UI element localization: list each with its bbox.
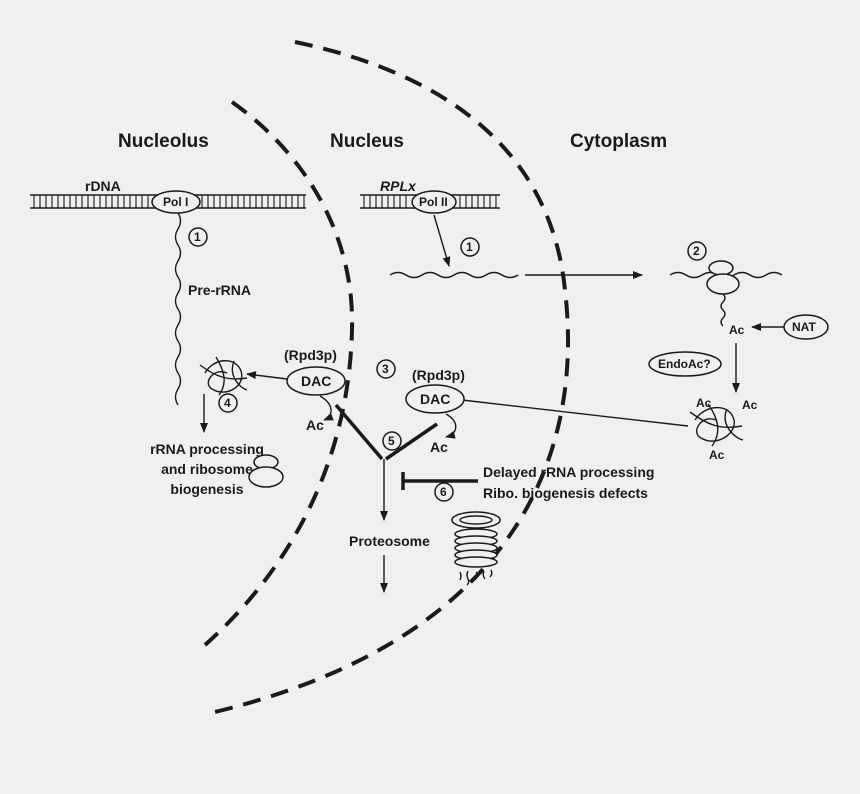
nucleus-title: Nucleus	[330, 131, 404, 152]
ac-label-nascent: Ac	[729, 323, 745, 337]
nucleolus-title: Nucleolus	[118, 131, 209, 152]
pre-rrna-strand	[174, 212, 182, 406]
step-1-marker-nucleolus	[188, 227, 208, 247]
step-6-marker	[434, 482, 454, 502]
rrna-processing-line-2: and ribosome	[161, 461, 253, 477]
deacetylation-arrow-right	[445, 413, 457, 439]
endoac-label: EndoAc?	[658, 357, 711, 371]
dac-label-right: DAC	[420, 391, 450, 407]
nat-label: NAT	[792, 320, 816, 334]
dac-complex-right	[405, 384, 465, 414]
ac-label-released-right: Ac	[430, 439, 448, 455]
rplx-label: RPLx	[380, 178, 417, 194]
pre-rrna-label: Pre-rRNA	[188, 282, 251, 298]
rrna-processing-line-3: biogenesis	[170, 481, 243, 497]
step-3-number: 3	[382, 362, 389, 376]
cytoplasm-title: Cytoplasm	[570, 131, 667, 152]
nucleolus-boundary	[203, 100, 355, 647]
step-1-marker-nucleus	[460, 237, 480, 257]
rrna-processing-line-1: rRNA processing	[150, 441, 264, 457]
step-4-number: 4	[224, 396, 231, 410]
rpd3p-label-left: (Rpd3p)	[284, 347, 337, 363]
proteosome-label: Proteosome	[349, 533, 430, 549]
dac-label-left: DAC	[301, 373, 331, 389]
step-5-marker	[382, 431, 402, 451]
step-2-marker	[687, 241, 707, 261]
pol-i-label: Pol I	[163, 195, 188, 209]
deacetylation-arrow-left	[319, 395, 334, 421]
mrna-nucleus	[389, 271, 519, 279]
import-line	[461, 399, 689, 427]
proteasome-icon	[451, 511, 501, 586]
ribosomal-protein-nucleolus	[199, 356, 248, 396]
ribosome-large-subunit	[706, 273, 740, 295]
nascent-peptide	[720, 293, 726, 327]
step-1-number-nucleolus: 1	[194, 230, 201, 244]
degradation-path-left	[334, 403, 384, 461]
dac-complex-left	[286, 366, 346, 396]
rdna-label: rDNA	[85, 178, 121, 194]
delayed-processing-line-1: Delayed rRNA processing	[483, 464, 654, 480]
rpd3p-label-right: (Rpd3p)	[412, 367, 465, 383]
mature-ribosome-large	[248, 466, 284, 488]
pol-i-enzyme	[151, 190, 201, 214]
delayed-processing-line-2: Ribo. biogenesis defects	[483, 485, 648, 501]
endoac-enzyme	[648, 351, 722, 377]
ac-label-protein-1: Ac	[696, 396, 712, 410]
step-6-number: 6	[440, 485, 447, 499]
transcription-arrow	[433, 214, 451, 267]
step-4-marker	[218, 393, 238, 413]
pol-ii-label: Pol II	[419, 195, 448, 209]
step-1-number-nucleus: 1	[466, 240, 473, 254]
ac-label-released-left: Ac	[306, 417, 324, 433]
ac-label-protein-3: Ac	[709, 448, 725, 462]
nucleolar-import-arrow	[246, 371, 288, 380]
degradation-path-right	[385, 422, 438, 461]
step-2-number: 2	[693, 244, 700, 258]
step-5-number: 5	[388, 434, 395, 448]
pol-ii-enzyme	[411, 190, 457, 214]
step-3-marker	[376, 359, 396, 379]
ac-label-protein-2: Ac	[742, 398, 758, 412]
ribosome-small-subunit	[708, 260, 734, 276]
acetylated-ribosomal-protein	[689, 403, 744, 447]
